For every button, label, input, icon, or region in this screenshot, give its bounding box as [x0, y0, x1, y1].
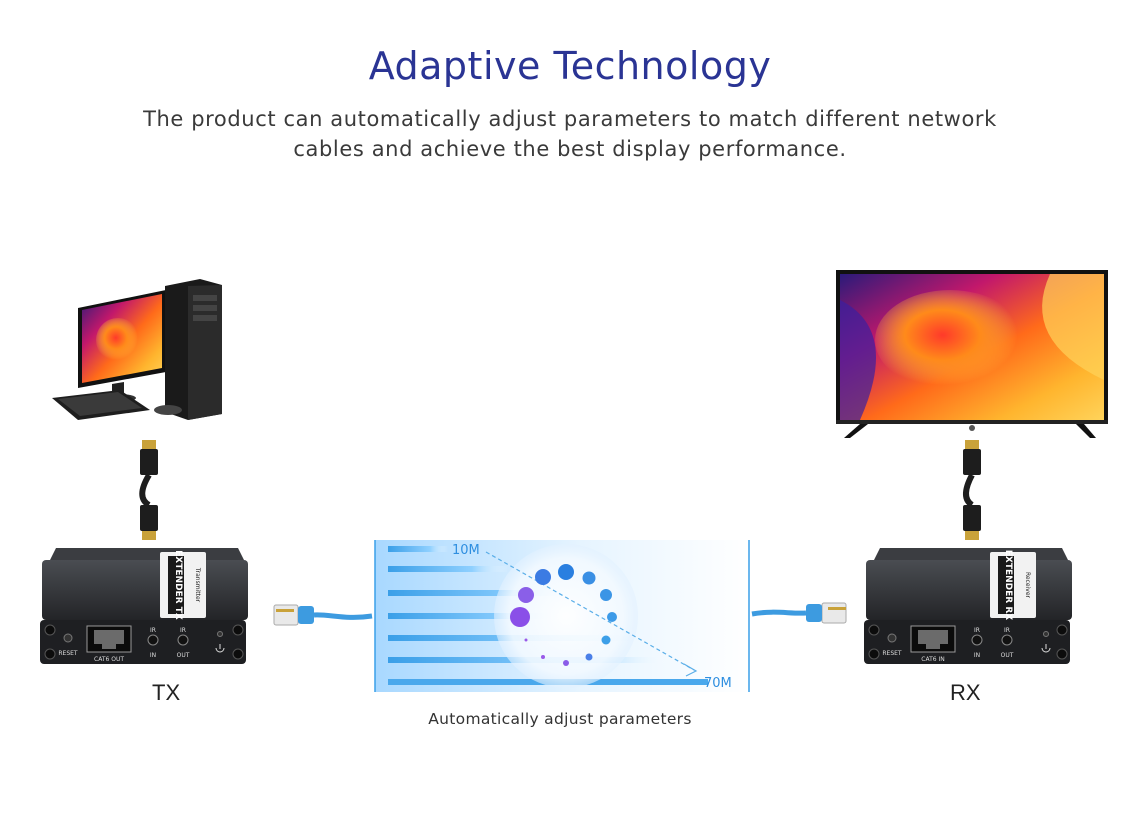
tv-monitor-icon [836, 270, 1108, 438]
range-end-label: 70M [704, 676, 732, 691]
rx-ir-out-sub: OUT [1001, 652, 1014, 659]
desktop-computer-icon [52, 279, 222, 420]
rx-ir-out-label: IR [1004, 627, 1010, 634]
tx-badge-sub: Transmitter [194, 567, 201, 603]
tx-reset-label: RESET [58, 650, 78, 657]
tx-label: TX [152, 680, 181, 705]
rx-ir-in-label: IR [974, 627, 980, 634]
tx-cat6-label: CAT6 OUT [94, 656, 124, 663]
page-subtitle: The product can automatically adjust par… [120, 104, 1020, 164]
range-start-label: 10M [452, 543, 480, 558]
power-icon [1041, 631, 1051, 653]
rx-reset-label: RESET [882, 650, 902, 657]
tx-badge-text: EXTENDER TX [173, 550, 183, 620]
tx-ir-out-label: IR [180, 627, 186, 634]
tx-ir-in-label: IR [150, 627, 156, 634]
panel-caption: Automatically adjust parameters [428, 710, 692, 728]
receiver-device: EXTENDER RX Receiver RESET CAT6 IN IR IN… [864, 548, 1072, 664]
transmitter-device: EXTENDER TX Transmitter RESET CAT6 OUT I… [40, 548, 248, 664]
rx-badge-sub: Receiver [1024, 572, 1031, 598]
loading-spinner-icon [510, 564, 617, 666]
rx-ir-in-sub: IN [974, 652, 980, 659]
adjust-parameters-panel: 10M 70M [374, 540, 750, 692]
subtitle-line-2: cables and achieve the best display perf… [293, 137, 847, 161]
rx-badge-text: EXTENDER RX [1003, 550, 1013, 621]
tx-ir-out-sub: OUT [177, 652, 190, 659]
ethernet-cable-icon [273, 602, 847, 626]
rx-label: RX [950, 680, 981, 705]
subtitle-line-1: The product can automatically adjust par… [143, 107, 997, 131]
page-title: Adaptive Technology [368, 44, 772, 88]
rx-cat6-label: CAT6 IN [921, 656, 944, 663]
tx-ir-in-sub: IN [150, 652, 156, 659]
power-icon [215, 631, 225, 653]
hdmi-cable-icon [139, 440, 981, 540]
